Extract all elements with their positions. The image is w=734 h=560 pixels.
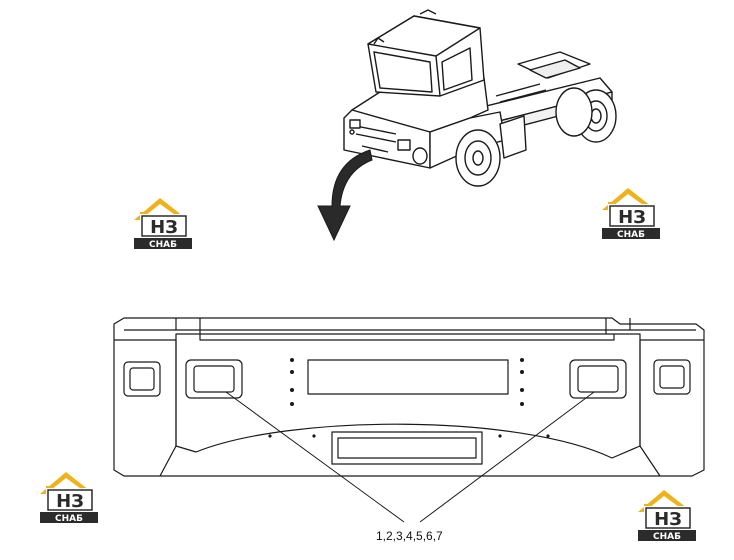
truck-illustration xyxy=(343,9,617,187)
logo-mark: НЗ СНАБ xyxy=(40,472,98,524)
logo-mark: НЗ СНАБ xyxy=(602,188,660,240)
svg-text:НЗ: НЗ xyxy=(150,217,178,238)
pointer-arrow xyxy=(317,149,373,242)
logo-watermark-bottom-right: НЗ СНАБ xyxy=(634,486,700,547)
svg-text:СНАБ: СНАБ xyxy=(653,532,681,542)
logo-watermark-bottom-left: НЗ СНАБ xyxy=(36,468,102,529)
logo-watermark-top-right: НЗ СНАБ xyxy=(598,184,664,245)
svg-text:НЗ: НЗ xyxy=(618,207,646,228)
bumper-drawing xyxy=(113,317,705,523)
logo-watermark-top-left: НЗ СНАБ xyxy=(130,194,196,255)
callout-label: 1,2,3,4,5,6,7 xyxy=(376,529,443,543)
svg-text:НЗ: НЗ xyxy=(654,509,682,530)
svg-text:СНАБ: СНАБ xyxy=(55,514,83,524)
svg-text:СНАБ: СНАБ xyxy=(617,230,645,240)
logo-mark: НЗ СНАБ xyxy=(638,490,696,542)
logo-mark: НЗ СНАБ xyxy=(134,198,192,250)
svg-text:СНАБ: СНАБ xyxy=(149,240,177,250)
svg-text:НЗ: НЗ xyxy=(56,491,84,512)
